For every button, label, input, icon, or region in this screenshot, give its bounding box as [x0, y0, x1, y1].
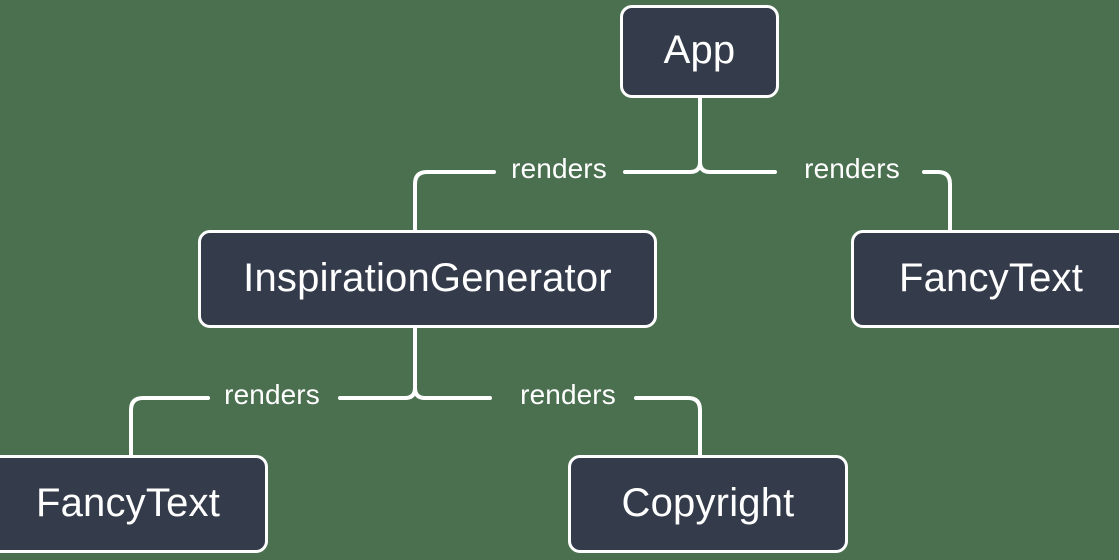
- node-inspiration-generator-label: InspirationGenerator: [243, 255, 612, 300]
- node-app[interactable]: App: [620, 5, 779, 98]
- node-fancy-text-right-label: FancyText: [898, 255, 1084, 300]
- edge-app-junction-right: [698, 160, 777, 174]
- node-fancy-text-bottom[interactable]: FancyText: [0, 455, 268, 553]
- node-fancy-text-bottom-label: FancyText: [35, 480, 221, 525]
- edge-app-inspgen-line: [413, 170, 496, 232]
- edge-label-app-fancy-text: renders: [804, 153, 900, 184]
- node-fancy-text-right[interactable]: FancyText: [851, 230, 1119, 328]
- edge-label-app-inspiration-generator: renders: [511, 153, 607, 184]
- node-app-label: App: [663, 28, 736, 72]
- node-copyright[interactable]: Copyright: [568, 455, 848, 553]
- node-inspiration-generator[interactable]: InspirationGenerator: [198, 230, 657, 328]
- edge-inspgen-junction-left: [338, 386, 417, 400]
- edge-inspgen-fancy2-line: [129, 396, 210, 457]
- edge-inspgen-copyright-line: [634, 396, 702, 457]
- edge-app-fancy1-line: [922, 170, 952, 232]
- node-copyright-label: Copyright: [621, 480, 795, 525]
- edge-app-junction-left: [623, 160, 702, 174]
- edge-label-inspiration-generator-fancy-text: renders: [224, 379, 320, 410]
- edge-label-inspiration-generator-copyright: renders: [520, 379, 616, 410]
- edge-inspgen-junction-right: [413, 386, 492, 400]
